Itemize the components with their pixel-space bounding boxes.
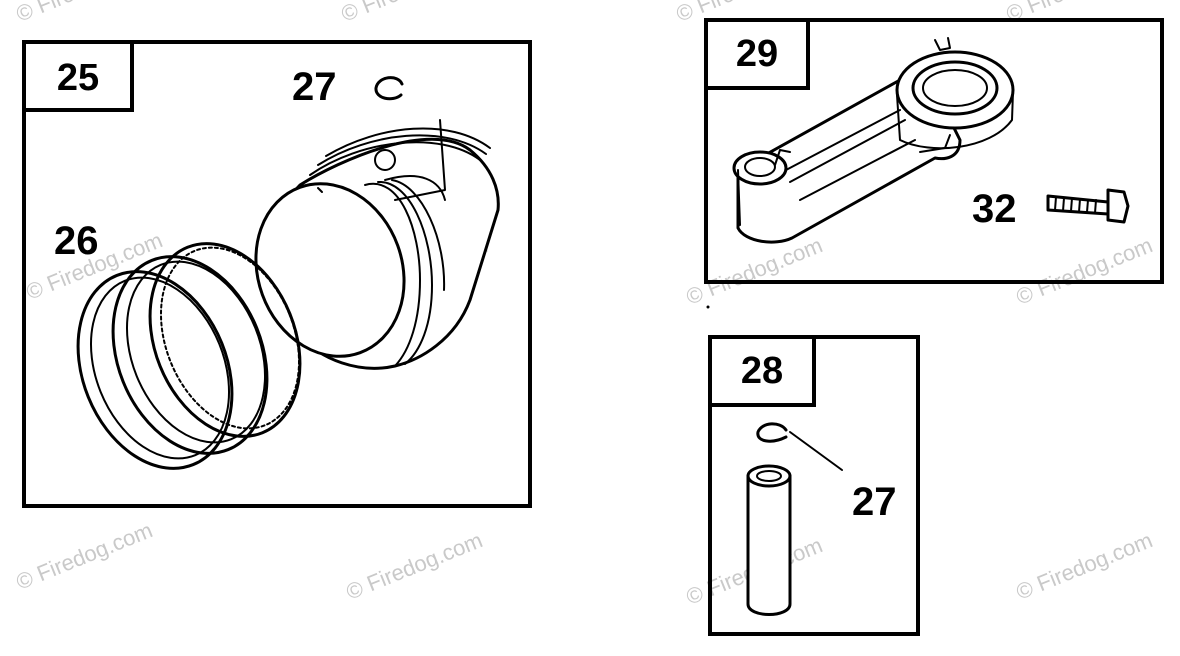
piston-rings-icon xyxy=(76,242,302,470)
bolt-icon xyxy=(1046,188,1130,224)
connecting-rod-panel-frame xyxy=(704,18,1164,284)
piston-panel-frame xyxy=(22,40,532,508)
watermark: © Firedog.com xyxy=(1013,232,1156,309)
watermark: © Firedog.com xyxy=(338,0,481,27)
piston-part-number: 25 xyxy=(57,57,99,99)
watermark: © Firedog.com xyxy=(13,517,156,594)
connecting-rod-part-number: 29 xyxy=(736,33,778,75)
watermark: © Firedog.com xyxy=(1013,527,1156,604)
callout-leader-line xyxy=(789,431,843,471)
piston-part-tag-box xyxy=(22,40,134,112)
scan-artifact xyxy=(706,305,710,309)
piston-pin-clip-callout-number: 27 xyxy=(852,480,897,524)
watermark: © Firedog.com xyxy=(1003,0,1146,27)
piston-clip-callout-number: 27 xyxy=(292,65,337,109)
piston-pin-icon xyxy=(746,464,792,616)
piston-rings-callout-number: 26 xyxy=(54,219,99,263)
connecting-rod-panel: 29 32 xyxy=(704,18,1164,284)
piston-panel: 25 27 26 xyxy=(22,40,532,508)
connecting-rod-icon xyxy=(732,37,1015,244)
piston-pin-part-number: 28 xyxy=(741,350,783,392)
piston-pin-panel: 28 27 xyxy=(708,335,920,636)
piston-pin-part-tag-box xyxy=(708,335,816,407)
watermark: © Firedog.com xyxy=(13,0,156,27)
connecting-rod-bolt-callout-number: 32 xyxy=(972,187,1017,231)
clip-icon xyxy=(374,76,404,101)
connecting-rod-part-tag-box xyxy=(704,18,810,90)
clip-icon xyxy=(756,422,788,443)
watermark: © Firedog.com xyxy=(343,527,486,604)
piston-icon xyxy=(254,119,500,370)
